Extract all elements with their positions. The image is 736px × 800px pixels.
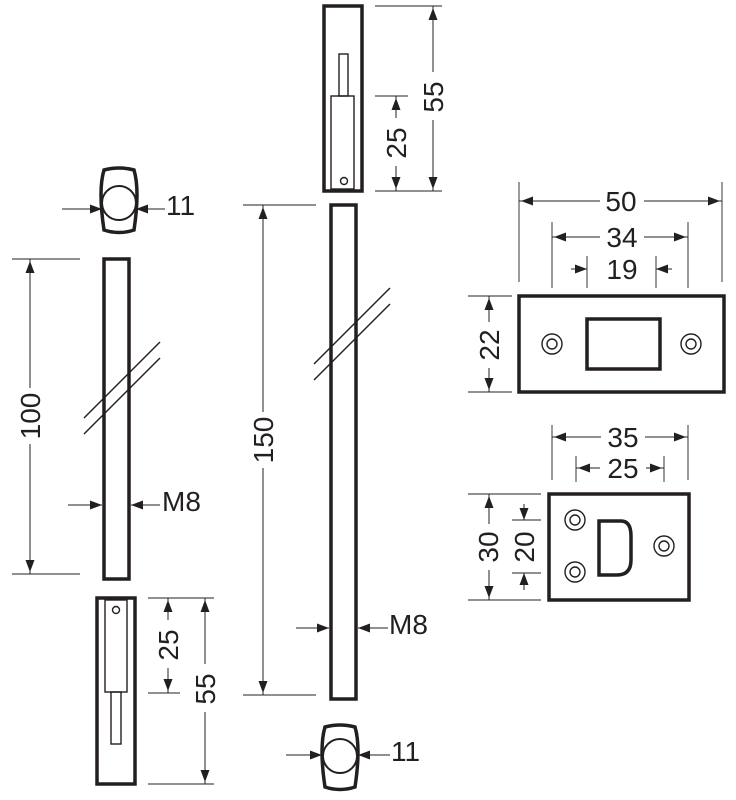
knob-bottom	[320, 723, 360, 792]
housing-middle-overall-label: 55	[418, 81, 449, 112]
knob-top-width-label: 11	[166, 190, 195, 221]
bolt-shaft-left	[102, 257, 131, 581]
keeper-plate	[547, 492, 691, 602]
thread-left-dimension: M8	[68, 486, 201, 517]
keeper-hole-spacing-label: 25	[607, 453, 638, 484]
plate-overall-width-label: 50	[605, 186, 636, 217]
knob-top	[99, 166, 139, 235]
keeper-inner-height-label: 20	[509, 531, 540, 562]
bolt-left-length-label: 100	[15, 393, 46, 440]
bolt-left-length-dimension: 100	[12, 258, 80, 575]
strike-plate-dimensions: 50 34 19 22	[468, 182, 723, 393]
bolt-middle-length-dimension: 150	[243, 204, 316, 696]
plate-height-label: 22	[474, 329, 505, 360]
thread-left-label: M8	[162, 486, 201, 517]
bolt-middle-length-label: 150	[248, 417, 279, 464]
housing-middle-dimensions: 25 55	[375, 5, 449, 192]
plate-slot-width-label: 19	[606, 254, 637, 285]
bolt-housing-left	[95, 596, 137, 786]
housing-left-inner-label: 25	[153, 629, 184, 660]
thread-middle-label: M8	[389, 609, 428, 640]
left-bolt-assembly: 11 100 M8	[12, 166, 221, 786]
housing-left-dimensions: 25 55	[148, 597, 221, 785]
strike-plate	[517, 294, 726, 394]
keeper-dimensions: 35 25 30 20	[468, 422, 689, 601]
housing-left-overall-label: 55	[190, 673, 221, 704]
knob-bottom-width-label: 11	[391, 736, 420, 767]
middle-bolt-assembly: 25 55 150 M8	[243, 4, 449, 792]
housing-middle-inner-label: 25	[381, 127, 412, 158]
plate-hole-spacing-label: 34	[606, 222, 637, 253]
knob-bottom-width-dimension: 11	[286, 736, 420, 767]
bolt-shaft-middle	[329, 203, 358, 701]
knob-top-width-dimension: 11	[62, 190, 195, 221]
keeper-overall-width-label: 35	[607, 422, 638, 453]
thread-middle-dimension: M8	[296, 609, 428, 640]
keeper-height-label: 30	[473, 531, 504, 562]
bolt-housing-middle	[322, 4, 364, 193]
